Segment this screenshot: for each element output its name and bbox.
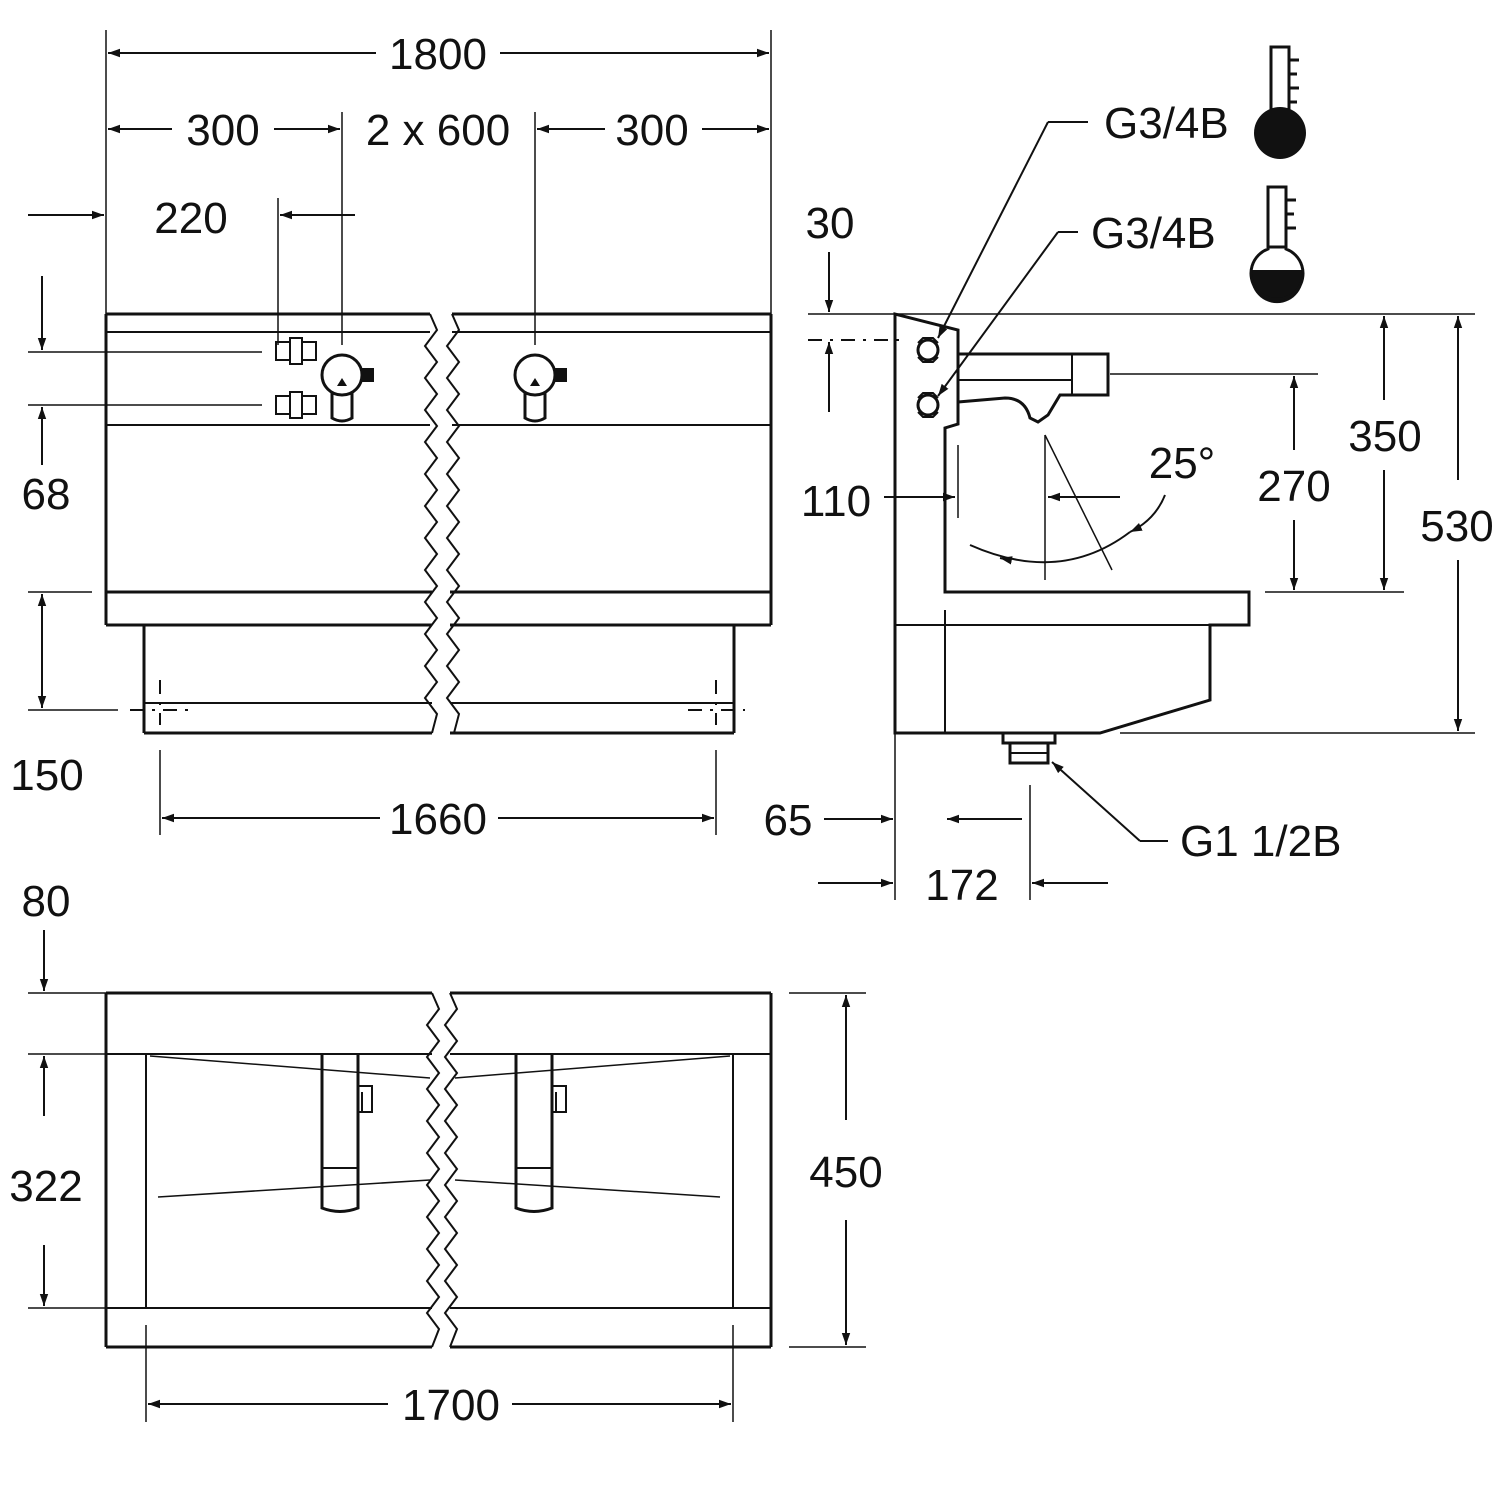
- faucet-top-right: [514, 1054, 567, 1213]
- connection-fittings: [275, 337, 317, 419]
- dim-spacing: 2 x 600: [366, 106, 510, 155]
- dim-total-depth: 450: [809, 1148, 882, 1197]
- side-view: G3/4B G3/4B 30 110 25° 270 350 530 65 17…: [764, 45, 1494, 910]
- dim-connection-offset: 220: [154, 194, 227, 243]
- hot-connection-label: G3/4B: [1104, 99, 1229, 148]
- front-view: 1800 300 2 x 600 300 220 68 150 1660: [10, 30, 773, 844]
- valve-right: [513, 353, 567, 423]
- top-view: 80 322 450 1700: [9, 877, 882, 1430]
- side-view-outline: [893, 312, 1251, 765]
- dim-mounting-width: 1660: [389, 795, 487, 844]
- cold-connection-label: G3/4B: [1091, 209, 1216, 258]
- hot-thermometer-icon: [1254, 45, 1306, 159]
- dim-spout-angle: 25°: [1149, 439, 1216, 488]
- top-view-outline: [104, 991, 773, 1349]
- cold-thermometer-icon: [1249, 185, 1305, 304]
- dim-right-margin: 300: [615, 106, 688, 155]
- dim-upper-height: 350: [1348, 412, 1421, 461]
- dim-spout-height: 270: [1257, 462, 1330, 511]
- break-lines-top: [425, 992, 459, 1348]
- dim-basin-width: 1700: [402, 1381, 500, 1430]
- dim-total-height: 530: [1420, 502, 1493, 551]
- dim-total-width: 1800: [389, 30, 487, 79]
- drain-connection-label: G1 1/2B: [1180, 817, 1341, 866]
- faucet-top-left: [320, 1054, 373, 1213]
- dim-basin-height: 150: [10, 751, 83, 800]
- dim-basin-depth: 322: [9, 1162, 82, 1211]
- front-view-outline: [104, 312, 773, 735]
- dim-left-margin: 300: [186, 106, 259, 155]
- valve-left: [320, 353, 374, 423]
- dim-wall-distance: 110: [801, 477, 871, 526]
- dim-drain-distance: 172: [925, 861, 998, 910]
- dim-top-offset: 30: [806, 199, 855, 248]
- break-lines: [423, 313, 461, 734]
- dim-wall-offset: 65: [764, 796, 813, 845]
- dim-connection-spacing: 68: [22, 470, 71, 519]
- dim-rear-depth: 80: [22, 877, 71, 926]
